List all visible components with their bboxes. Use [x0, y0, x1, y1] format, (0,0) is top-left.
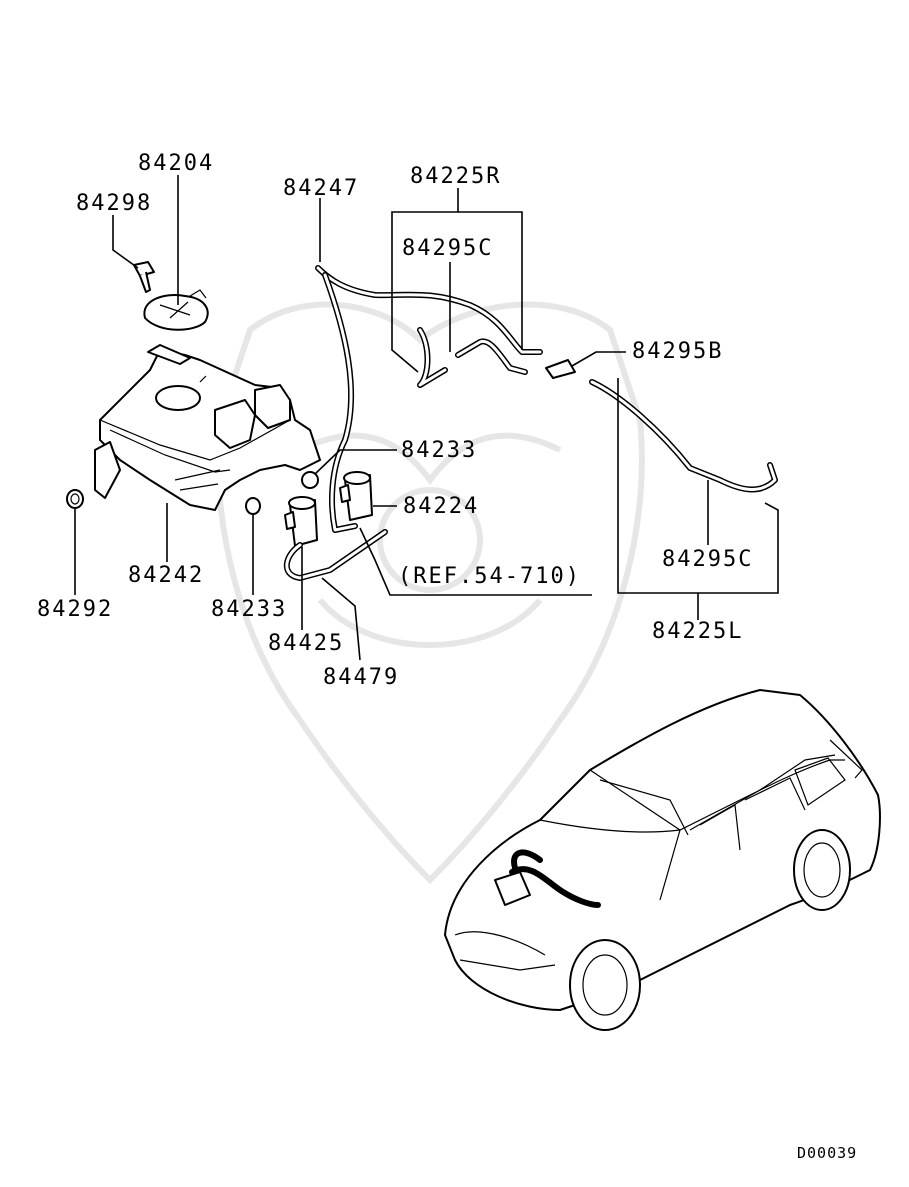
grommet-84233-right: [301, 471, 319, 489]
label-84225L: 84225L: [652, 619, 743, 644]
label-84425: 84425: [268, 631, 344, 656]
label-84233-left: 84233: [211, 597, 287, 622]
washer-reservoir: [94, 344, 321, 511]
label-ref-54-710: (REF.54-710): [398, 564, 581, 589]
washer-pump-84425: [284, 496, 318, 547]
label-84479: 84479: [323, 665, 399, 690]
grommet-84233-left: [245, 497, 261, 515]
label-84292: 84292: [37, 597, 113, 622]
watermark: [215, 301, 645, 885]
washer-pump-84224: [339, 471, 373, 521]
label-84247: 84247: [283, 176, 359, 201]
label-84295C-bottom: 84295C: [662, 547, 753, 572]
label-84242: 84242: [128, 563, 204, 588]
label-84224: 84224: [403, 494, 479, 519]
label-84233-right: 84233: [401, 438, 477, 463]
label-84298: 84298: [76, 191, 152, 216]
label-84225R: 84225R: [410, 164, 501, 189]
hoses: [283, 265, 778, 581]
label-84295B: 84295B: [632, 339, 723, 364]
vehicle-outline: [444, 689, 881, 1031]
screw-84298: [133, 261, 155, 293]
drawing-code: D00039: [797, 1144, 857, 1162]
label-84204: 84204: [138, 151, 214, 176]
label-84295C-top: 84295C: [402, 236, 493, 261]
grommet-84292: [66, 489, 84, 509]
leader-lines: [74, 175, 779, 661]
reservoir-cap: [143, 289, 209, 331]
